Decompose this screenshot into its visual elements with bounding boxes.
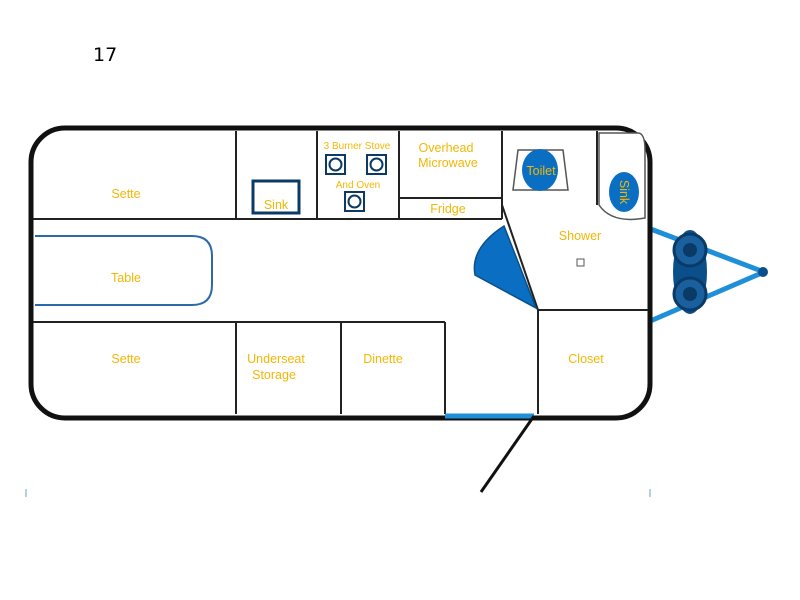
label-stove-line1: 3 Burner Stove: [324, 141, 391, 152]
model-number: 17: [93, 44, 118, 66]
label-underseat-line2: Storage: [252, 368, 296, 382]
label-table: Table: [111, 271, 141, 285]
label-bath-sink: Sink: [617, 180, 631, 205]
bath-sink-icon: [598, 132, 646, 221]
label-shower: Shower: [559, 229, 601, 243]
label-dinette: Dinette: [363, 352, 403, 366]
label-microwave-line1: Overhead: [419, 141, 474, 155]
trailer-outline: [28, 125, 653, 421]
table-outline: [35, 235, 213, 306]
entry-door: [445, 413, 536, 493]
propane-tanks-icon: [672, 230, 708, 314]
label-closet: Closet: [568, 352, 604, 366]
bathroom-door-icon: [473, 224, 538, 310]
hitch-ball-icon: [758, 267, 768, 277]
kitchen-sink-icon: [251, 179, 301, 215]
label-stove-line2: And Oven: [336, 180, 380, 191]
label-kitchen-sink: Sink: [264, 198, 289, 212]
partition-walls: [33, 131, 648, 414]
label-microwave-line2: Microwave: [418, 156, 478, 170]
shower-drain-icon: [576, 258, 585, 267]
label-sette-front: Sette: [111, 187, 140, 201]
toilet-icon: [512, 149, 569, 191]
stove-burners-icon: [325, 154, 387, 212]
trailer-hitch: [647, 225, 768, 325]
label-sette-rear: Sette: [111, 352, 140, 366]
label-underseat-line1: Underseat: [247, 352, 305, 366]
label-fridge: Fridge: [430, 202, 465, 216]
label-toilet: Toilet: [526, 164, 556, 178]
